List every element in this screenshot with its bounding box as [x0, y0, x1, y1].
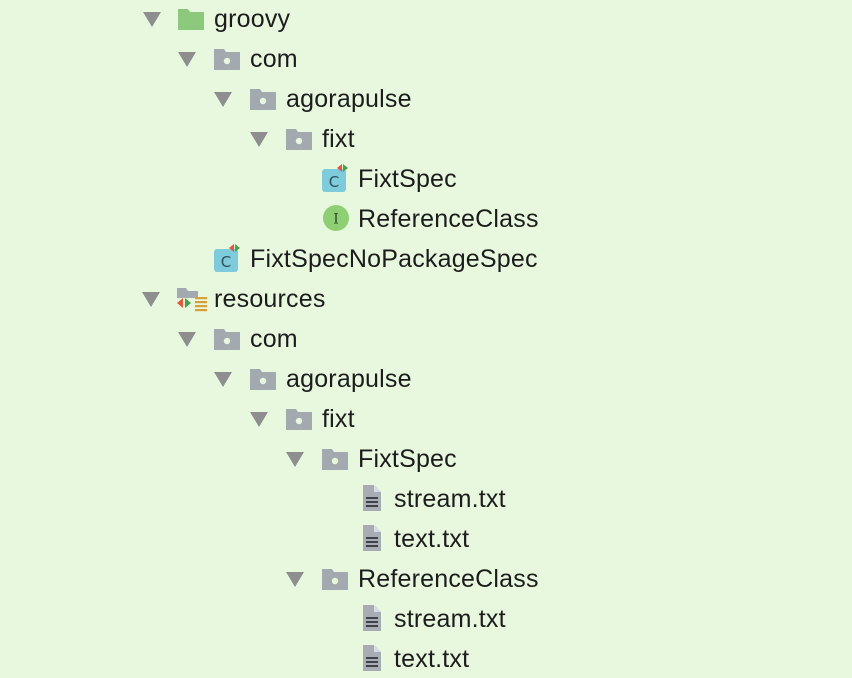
groovy-class-icon: C: [213, 244, 243, 274]
tree-node-label: ReferenceClass: [358, 565, 539, 593]
tree-node-label: groovy: [214, 5, 291, 33]
tree-node-stream-txt[interactable]: stream.txt: [0, 600, 852, 640]
package-folder-icon: [249, 86, 277, 112]
tree-node-label: stream.txt: [394, 485, 506, 513]
tree-node-referenceclass-interface[interactable]: I ReferenceClass: [0, 200, 852, 240]
tree-node-label: com: [250, 45, 298, 73]
svg-text:I: I: [333, 212, 339, 228]
tree-node-label: text.txt: [394, 645, 470, 673]
tree-node-agorapulse[interactable]: agorapulse: [0, 80, 852, 120]
expand-arrow-icon[interactable]: [250, 412, 268, 427]
expand-arrow-icon[interactable]: [178, 52, 196, 67]
expand-arrow-icon[interactable]: [286, 452, 304, 467]
expand-arrow-icon[interactable]: [214, 92, 232, 107]
tree-node-label: FixtSpecNoPackageSpec: [250, 245, 538, 273]
tree-node-label: fixt: [322, 125, 355, 153]
text-file-icon: [361, 603, 383, 633]
tree-node-label: resources: [214, 285, 326, 313]
package-folder-icon: [213, 46, 241, 72]
interface-icon: I: [321, 203, 351, 233]
tree-node-referenceclass-folder[interactable]: ReferenceClass: [0, 560, 852, 600]
tree-node-fixtspecnopackagespec-class[interactable]: C FixtSpecNoPackageSpec: [0, 240, 852, 280]
svg-text:C: C: [329, 173, 339, 191]
tree-node-label: FixtSpec: [358, 165, 457, 193]
tree-node-fixt[interactable]: fixt: [0, 120, 852, 160]
package-folder-icon: [213, 326, 241, 352]
package-folder-icon: [321, 446, 349, 472]
tree-node-groovy[interactable]: groovy: [0, 0, 852, 40]
tree-node-text-txt[interactable]: text.txt: [0, 640, 852, 676]
tree-node-label: ReferenceClass: [358, 205, 539, 233]
tree-node-resources[interactable]: resources: [0, 280, 852, 320]
tree-node-label: text.txt: [394, 525, 470, 553]
tree-node-label: agorapulse: [286, 85, 412, 113]
text-file-icon: [361, 483, 383, 513]
tree-node-label: agorapulse: [286, 365, 412, 393]
text-file-icon: [361, 643, 383, 673]
expand-arrow-icon[interactable]: [250, 132, 268, 147]
package-folder-icon: [249, 366, 277, 392]
text-file-icon: [361, 523, 383, 553]
tree-node-label: com: [250, 325, 298, 353]
tree-node-fixtspec-folder[interactable]: FixtSpec: [0, 440, 852, 480]
expand-arrow-icon[interactable]: [286, 572, 304, 587]
groovy-class-icon: C: [321, 164, 351, 194]
tree-node-stream-txt[interactable]: stream.txt: [0, 480, 852, 520]
tree-node-agorapulse[interactable]: agorapulse: [0, 360, 852, 400]
tree-node-text-txt[interactable]: text.txt: [0, 520, 852, 560]
package-folder-icon: [285, 126, 313, 152]
source-folder-icon: [177, 6, 205, 32]
tree-node-com[interactable]: com: [0, 320, 852, 360]
expand-arrow-icon[interactable]: [142, 292, 160, 307]
tree-node-fixt[interactable]: fixt: [0, 400, 852, 440]
tree-node-label: stream.txt: [394, 605, 506, 633]
tree-node-fixtspec-class[interactable]: C FixtSpec: [0, 160, 852, 200]
tree-node-label: FixtSpec: [358, 445, 457, 473]
package-folder-icon: [285, 406, 313, 432]
resources-folder-icon: [176, 285, 208, 313]
package-folder-icon: [321, 566, 349, 592]
svg-text:C: C: [221, 253, 231, 271]
expand-arrow-icon[interactable]: [214, 372, 232, 387]
expand-arrow-icon[interactable]: [178, 332, 196, 347]
tree-node-com[interactable]: com: [0, 40, 852, 80]
tree-node-label: fixt: [322, 405, 355, 433]
expand-arrow-icon[interactable]: [143, 12, 161, 27]
